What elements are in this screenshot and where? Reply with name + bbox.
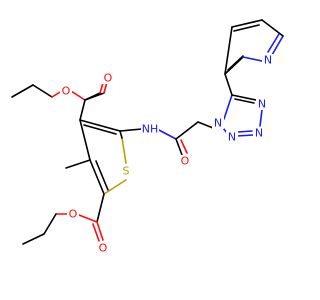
svg-text:N: N — [214, 117, 222, 130]
ester-bottom — [78, 193, 105, 242]
nitrogen-label: N — [212, 117, 224, 130]
nitrogen-label: N — [226, 131, 238, 144]
oxygen-label: O — [102, 72, 114, 85]
thiophene-ring — [79, 119, 127, 195]
svg-text:O: O — [99, 242, 108, 255]
svg-text:N: N — [228, 131, 236, 144]
oxygen-label: O — [97, 242, 109, 255]
ethyl-group-top — [11, 84, 63, 98]
sulfur-label: S — [120, 165, 132, 178]
svg-text:NH: NH — [142, 123, 159, 136]
svg-text:O: O — [69, 208, 78, 221]
svg-text:N: N — [255, 127, 263, 140]
nitrogen-label: N — [256, 98, 268, 111]
svg-text:O: O — [104, 72, 113, 85]
amine-label: NH — [141, 123, 159, 136]
svg-text:N: N — [264, 54, 272, 67]
tetrazole-ring — [222, 94, 263, 137]
atom-labels: O O O O O S NH N — [60, 54, 274, 255]
svg-text:N: N — [258, 98, 266, 111]
svg-text:O: O — [181, 155, 190, 168]
pyridine-ring — [224, 19, 284, 96]
methyl-group — [65, 159, 91, 169]
svg-text:S: S — [123, 165, 130, 178]
nitrogen-label: N — [262, 54, 274, 67]
svg-text:O: O — [62, 85, 71, 98]
amide-linker — [119, 121, 214, 156]
oxygen-label: O — [60, 85, 72, 98]
molecule-structure: O O O O O S NH N — [11, 19, 284, 255]
ester-top — [70, 81, 108, 121]
molecule-diagram: O O O O O S NH N — [11, 19, 284, 255]
oxygen-label: O — [179, 155, 191, 168]
oxygen-label: O — [67, 208, 79, 221]
ethyl-group-bottom — [22, 213, 68, 245]
nitrogen-label: N — [253, 127, 265, 140]
